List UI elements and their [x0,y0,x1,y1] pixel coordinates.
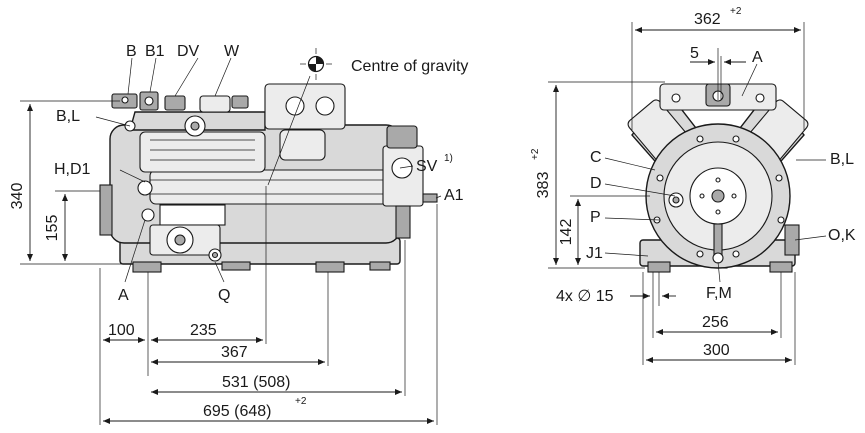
label-dv: DV [177,43,200,60]
side-valves [111,91,249,113]
dim-155: 155 [44,215,61,242]
label-b-l-side: B,L [56,108,80,125]
dim-695: 695 (648) [203,403,272,420]
dim-362-tolerance: +2 [730,6,742,17]
label-a-side: A [118,287,129,304]
dim-235: 235 [190,322,217,339]
cog-marker [267,48,332,186]
dim-256: 256 [702,314,729,331]
side-cylinder-head [124,111,266,173]
dim-383-tolerance: +2 [530,148,541,160]
side-leaders [95,57,442,283]
dim-695-tolerance: +2 [295,396,307,407]
label-d: D [590,175,602,192]
end-housing [645,123,800,269]
label-b1: B1 [145,43,165,60]
label-c: C [590,149,602,166]
label-o-k: O,K [828,227,856,244]
side-horizontal-dims [99,186,438,425]
dim-300: 300 [703,342,730,359]
dim-340: 340 [9,183,26,210]
dim-383: 383 [535,172,552,199]
dim-531: 531 (508) [222,374,291,391]
dim-362: 362 [694,11,721,28]
label-f-m: F,M [706,285,732,302]
dim-100: 100 [108,322,135,339]
end-view: A C D P J1 B,L O,K F,M 362 +2 5 383 [530,6,856,365]
label-q: Q [218,287,230,304]
label-sv-note: 1) [444,153,453,164]
end-bottom-dims [630,272,796,365]
label-h-d1: H,D1 [54,161,91,178]
label-a-end: A [752,49,763,66]
end-leaders [604,63,827,283]
side-view: Centre of gravity B B1 DV W B,L H,D1 SV … [9,43,468,425]
cog-label: Centre of gravity [351,58,468,75]
label-a1: A1 [444,187,464,204]
label-w: W [224,43,240,60]
label-p: P [590,209,601,226]
dim-142: 142 [558,219,575,246]
label-sv: SV [416,158,438,175]
dim-367: 367 [221,344,248,361]
side-oil-regulator [382,125,438,239]
dim-mounting-holes: 4x ∅ 15 [556,288,614,305]
end-top-dims [631,22,805,130]
side-vertical-dims [20,100,130,265]
dim-5: 5 [690,45,699,62]
label-b: B [126,43,137,60]
label-b-l-end: B,L [830,151,854,168]
label-j1: J1 [586,245,603,262]
end-vertical-dims [548,81,665,269]
side-terminal-box [264,83,346,161]
